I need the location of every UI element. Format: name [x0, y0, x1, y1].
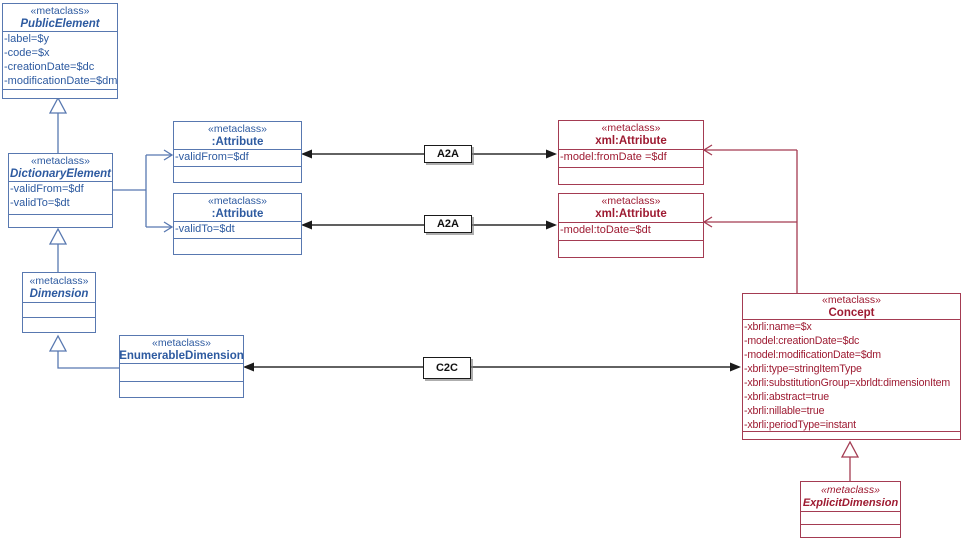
attributes-compartment — [120, 363, 243, 381]
operations-compartment — [743, 431, 960, 439]
class-box-attribute-validto: «metaclass» :Attribute -validTo=$dt — [173, 193, 302, 255]
stereotype-label: «metaclass» — [208, 122, 267, 135]
operations-compartment — [23, 317, 95, 332]
class-box-explicitdimension: «metaclass» ExplicitDimension — [800, 481, 901, 538]
class-name: :Attribute — [211, 135, 264, 148]
stereotype-label: «metaclass» — [601, 122, 661, 134]
attribute-line: -xbrli:abstract=true — [744, 391, 830, 403]
attribute-line: -model:creationDate=$dc — [744, 335, 860, 347]
title-compartment: «metaclass» xml:Attribute — [559, 121, 703, 149]
operations-compartment — [174, 166, 301, 182]
attribute-line: -validFrom=$df — [175, 151, 249, 163]
attribute-line: -label=$y — [4, 33, 49, 45]
connector-label-a2a-bottom: A2A — [424, 215, 472, 233]
attribute-line: -model:modificationDate=$dm — [744, 349, 881, 361]
title-compartment: «metaclass» :Attribute — [174, 194, 301, 221]
stereotype-label: «metaclass» — [29, 274, 89, 287]
stereotype-label: «metaclass» — [31, 154, 90, 167]
class-name: ExplicitDimension — [802, 496, 899, 509]
generalization-dimension-dictionaryelement — [48, 227, 68, 272]
class-box-xmlattribute-todate: «metaclass» xml:Attribute -model:toDate=… — [558, 193, 704, 258]
attributes-compartment: -validTo=$dt — [174, 221, 301, 238]
attribute-line: -validTo=$dt — [175, 223, 235, 235]
attribute-line: -creationDate=$dc — [4, 61, 95, 73]
attributes-compartment — [801, 511, 900, 524]
attribute-line: -modificationDate=$dm — [4, 75, 117, 87]
generalization-explicitdimension-concept — [840, 440, 860, 481]
title-compartment: «metaclass» ExplicitDimension — [801, 482, 900, 511]
attributes-compartment: -validFrom=$df — [174, 149, 301, 166]
attribute-line: -model:fromDate =$df — [560, 151, 667, 163]
class-name: Dimension — [29, 287, 89, 300]
attribute-line: -xbrli:name=$x — [744, 321, 812, 333]
title-compartment: «metaclass» EnumerableDimension — [119, 336, 244, 363]
attributes-compartment: -label=$y -code=$x -creationDate=$dc -modif… — [3, 31, 117, 89]
attributes-compartment: -model:toDate=$dt — [559, 222, 703, 240]
attribute-line: -code=$x — [4, 47, 50, 59]
class-box-dimension: «metaclass» Dimension — [22, 272, 96, 333]
link-dictionaryelement-attributes — [111, 149, 174, 233]
title-compartment: «metaclass» :Attribute — [174, 122, 301, 149]
operations-compartment — [559, 240, 703, 257]
link-concept-xmlattributes — [702, 144, 798, 293]
class-box-concept: «metaclass» Concept -xbrli:name=$x -model… — [742, 293, 961, 440]
class-name: :Attribute — [211, 207, 264, 220]
connector-label-a2a-top: A2A — [424, 145, 472, 163]
stereotype-label: «metaclass» — [822, 293, 881, 306]
attributes-compartment: -xbrli:name=$x -model:creationDate=$dc -mo… — [743, 319, 960, 431]
class-name: xml:Attribute — [595, 208, 667, 220]
stereotype-label: «metaclass» — [821, 483, 880, 496]
attribute-line: -validTo=$dt — [10, 197, 70, 209]
attributes-compartment: -model:fromDate =$df — [559, 149, 703, 167]
operations-compartment — [9, 214, 112, 227]
operations-compartment — [3, 89, 117, 98]
title-compartment: «metaclass» PublicElement — [3, 4, 117, 31]
class-name: xml:Attribute — [595, 135, 667, 147]
class-name: EnumerableDimension — [119, 349, 244, 362]
connector-c2c — [243, 362, 741, 372]
generalization-dictionaryelement-publicelement — [48, 96, 68, 153]
class-name: Concept — [828, 306, 875, 319]
attributes-compartment: -validFrom=$df -validTo=$dt — [9, 181, 112, 214]
class-name: DictionaryElement — [10, 167, 111, 180]
attribute-line: -xbrli:nillable=true — [744, 405, 825, 417]
title-compartment: «metaclass» Dimension — [23, 273, 95, 302]
stereotype-label: «metaclass» — [152, 336, 211, 349]
title-compartment: «metaclass» Concept — [743, 294, 960, 319]
operations-compartment — [801, 524, 900, 537]
class-name: PublicElement — [20, 17, 100, 30]
attribute-line: -xbrli:type=stringItemType — [744, 363, 862, 375]
attribute-line: -model:toDate=$dt — [560, 224, 651, 236]
stereotype-label: «metaclass» — [30, 4, 90, 17]
class-box-xmlattribute-fromdate: «metaclass» xml:Attribute -model:fromDat… — [558, 120, 704, 185]
class-box-attribute-validfrom: «metaclass» :Attribute -validFrom=$df — [173, 121, 302, 183]
attribute-line: -xbrli:substitutionGroup=xbrldt:dimensio… — [744, 377, 951, 389]
class-box-publicelement: «metaclass» PublicElement -label=$y -code… — [2, 3, 118, 99]
operations-compartment — [174, 238, 301, 254]
connector-label-c2c: C2C — [423, 357, 471, 379]
class-box-enumerabledimension: «metaclass» EnumerableDimension — [119, 335, 244, 398]
class-box-dictionaryelement: «metaclass» DictionaryElement -validFrom… — [8, 153, 113, 228]
attribute-line: -xbrli:periodType=instant — [744, 419, 856, 431]
generalization-enumerabledimension-dimension — [48, 334, 119, 369]
title-compartment: «metaclass» DictionaryElement — [9, 154, 112, 181]
operations-compartment — [559, 167, 703, 184]
title-compartment: «metaclass» xml:Attribute — [559, 194, 703, 222]
stereotype-label: «metaclass» — [208, 194, 267, 207]
operations-compartment — [120, 381, 243, 397]
stereotype-label: «metaclass» — [601, 195, 661, 207]
attributes-compartment — [23, 302, 95, 317]
attribute-line: -validFrom=$df — [10, 183, 84, 195]
